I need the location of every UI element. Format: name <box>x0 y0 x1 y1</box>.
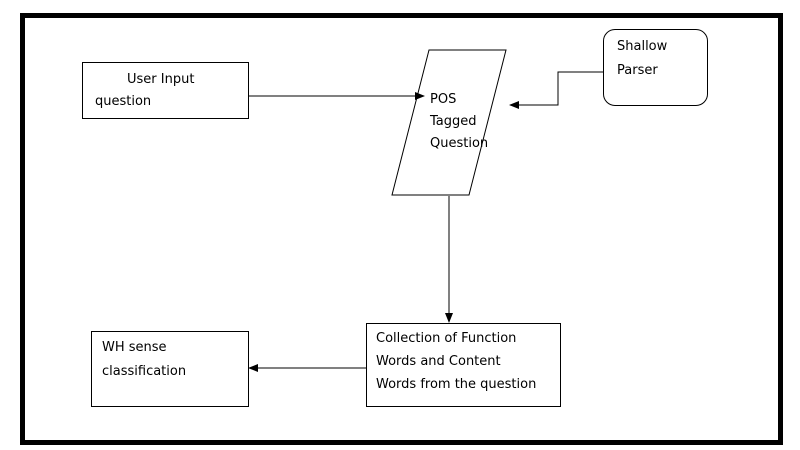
collection-line-2: Words and Content <box>376 354 501 369</box>
wh-sense-box: WH sense classification <box>91 331 249 407</box>
user-input-line-2: question <box>95 94 152 109</box>
collection-box: Collection of Function Words and Content… <box>366 323 561 407</box>
shallow-parser-line-1: Shallow <box>617 39 668 54</box>
shallow-parser-line-2: Parser <box>617 63 658 78</box>
collection-line-3: Words from the question <box>376 377 537 392</box>
user-input-box: User Input question <box>82 62 249 119</box>
shallow-parser-box: Shallow Parser <box>603 29 708 106</box>
wh-sense-line-2: classification <box>102 364 187 379</box>
collection-line-1: Collection of Function <box>376 331 517 346</box>
user-input-line-1: User Input <box>127 72 195 87</box>
wh-sense-line-1: WH sense <box>102 340 167 355</box>
